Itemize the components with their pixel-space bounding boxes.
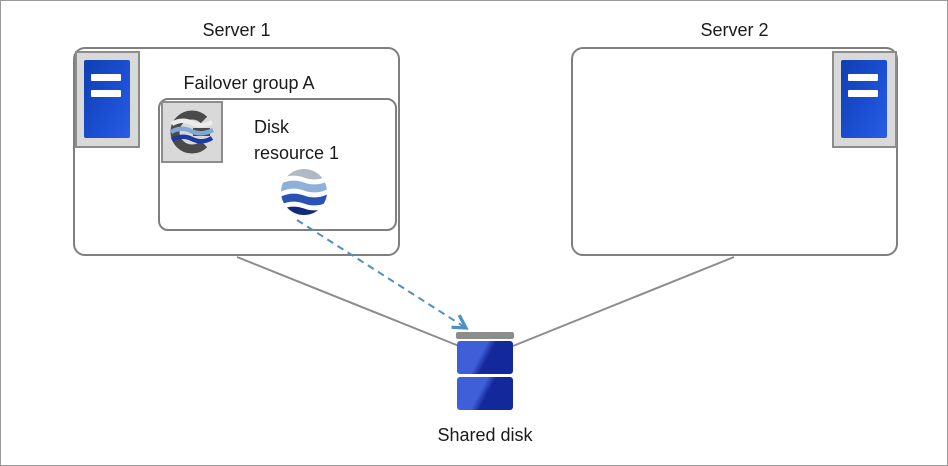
shared-disk-icon bbox=[456, 332, 514, 412]
drive-slot-bar bbox=[91, 90, 121, 97]
server2-title: Server 2 bbox=[700, 20, 769, 40]
disk-cap bbox=[456, 332, 514, 339]
drive-slot-bar bbox=[848, 90, 878, 97]
server-tower-shape bbox=[841, 60, 887, 138]
failover-group-icon bbox=[161, 101, 223, 163]
server1-tower-icon bbox=[75, 51, 140, 148]
server2-to-shared-disk-line bbox=[512, 256, 735, 347]
drive-slot-bar bbox=[848, 74, 878, 81]
disk-resource-icon bbox=[280, 168, 328, 216]
disk-platter bbox=[457, 377, 513, 410]
shared-disk-label: Shared disk bbox=[437, 425, 533, 445]
server2-tower-icon bbox=[832, 51, 897, 148]
drive-slot-bar bbox=[91, 74, 121, 81]
wave-sphere-icon bbox=[281, 169, 327, 215]
server1-to-shared-disk-line bbox=[236, 256, 460, 347]
failover-group-title: Failover group A bbox=[183, 73, 315, 93]
server1-title: Server 1 bbox=[202, 20, 271, 40]
disk-platter bbox=[457, 341, 513, 374]
group-g-wave-icon bbox=[169, 110, 215, 154]
disk-resource-label: Disk resource 1 bbox=[254, 117, 340, 163]
server-tower-shape bbox=[84, 60, 130, 138]
